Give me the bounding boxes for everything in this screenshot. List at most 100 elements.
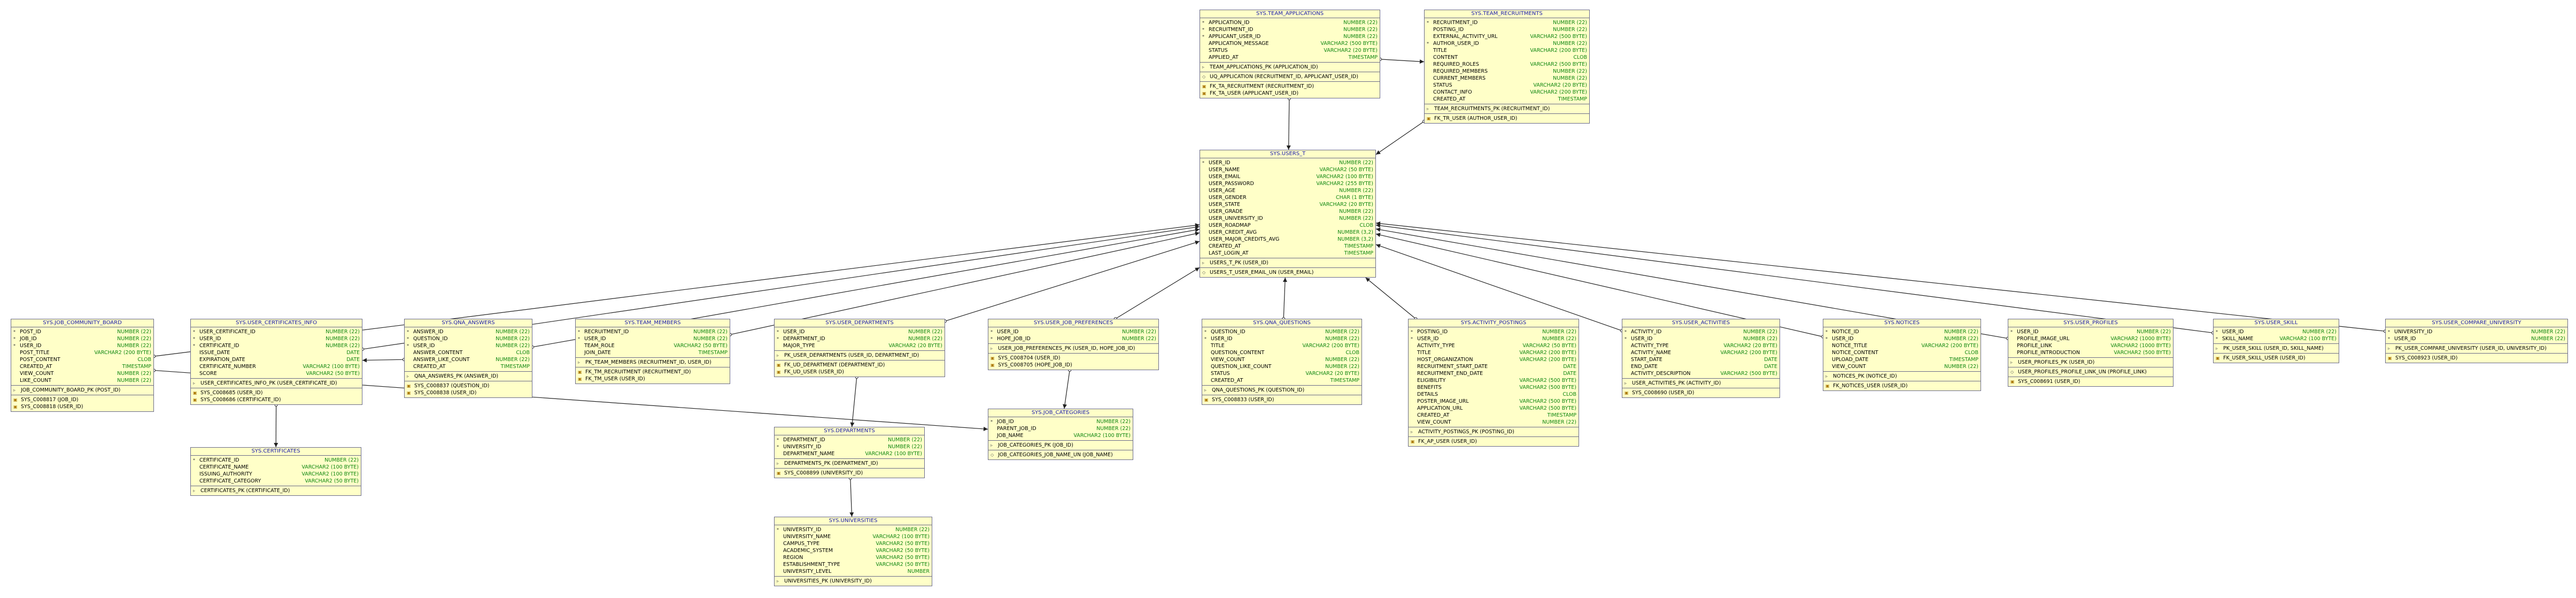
column-key-flag: * <box>2388 336 2390 341</box>
column-name: BENEFITS <box>1417 385 1442 390</box>
column-key-flag <box>1411 342 1417 349</box>
table-title: SYS.DEPARTMENTS <box>775 427 924 435</box>
relationship-arrowhead <box>1282 278 1287 282</box>
column-name: TITLE <box>1211 343 1225 349</box>
column-key-flag <box>1204 363 1211 370</box>
column-type: NUMBER (22) <box>496 329 530 335</box>
column-type: TIMESTAMP <box>1348 55 1378 60</box>
column-name: POST_CONTENT <box>20 357 60 363</box>
pk-icon: ▹ <box>777 353 779 358</box>
column-type: DATE <box>1764 364 1777 370</box>
column-key-flag <box>1202 194 1209 201</box>
column-row: POST_CONTENT CLOB <box>13 356 151 363</box>
column-name: UNIVERSITY_ID <box>783 527 822 533</box>
pk-section: ▹PK_USER_COMPARE_UNIVERSITY (USER_ID, UN… <box>2386 343 2567 353</box>
column-type: VARCHAR2 (100 BYTE) <box>865 451 922 457</box>
column-type: NUMBER (22) <box>1542 336 1576 342</box>
column-type: TIMESTAMP <box>122 364 151 370</box>
column-name: CERTIFICATE_NUMBER <box>199 364 256 370</box>
pk-entry: ▹PK_USER_COMPARE_UNIVERSITY (USER_ID, UN… <box>2388 345 2565 352</box>
relationship-line <box>1375 244 1622 331</box>
column-type: VARCHAR2 (20 BYTE) <box>1319 202 1373 208</box>
pk-entry: ▹PK_TEAM_MEMBERS (RECRUITMENT_ID, USER_I… <box>578 359 728 366</box>
column-key-flag <box>1411 391 1417 398</box>
table-sys-user-certificates-info[interactable]: SYS.USER_CERTIFICATES_INFO*USER_CERTIFIC… <box>190 319 362 405</box>
uk-text: USER_PROFILES_PROFILE_LINK_UN (PROFILE_L… <box>2018 369 2147 375</box>
fk-section: ▣SYS_C008899 (UNIVERSITY_ID) <box>775 468 924 478</box>
column-name: USER_ID <box>997 329 1019 335</box>
fk-section: ▣SYS_C008833 (USER_ID) <box>1202 395 1362 404</box>
column-type: VARCHAR2 (50 BYTE) <box>674 343 728 349</box>
pk-section: ▹PK_USER_DEPARTMENTS (USER_ID, DEPARTMEN… <box>775 350 945 360</box>
fk-section: ▣FK_NOTICES_USER (USER_ID) <box>1823 381 1981 390</box>
column-type: TIMESTAMP <box>1344 243 1373 249</box>
column-key-flag <box>1202 173 1209 180</box>
column-name: CREATED_AT <box>20 364 52 370</box>
column-name: APPLICATION_URL <box>1417 405 1463 411</box>
column-key-flag: * <box>578 329 580 334</box>
pk-entry: ▹USER_JOB_PREFERENCES_PK (USER_ID, HOPE_… <box>991 345 1156 352</box>
pk-text: NOTICES_PK (NOTICE_ID) <box>1833 373 1897 379</box>
fk-section: ▣FK_TA_RECRUITMENT (RECRUITMENT_ID)▣FK_T… <box>1200 81 1380 98</box>
column-name: APPLICANT_USER_ID <box>1209 34 1261 40</box>
column-name: START_DATE <box>1631 357 1662 363</box>
uk-icon: ◇ <box>2010 370 2014 374</box>
fk-icon: ▣ <box>777 370 781 374</box>
fk-text: SYS_C008817 (JOB_ID) <box>21 397 79 403</box>
column-type: NUMBER <box>907 569 930 574</box>
fk-text: FK_TM_RECRUITMENT (RECRUITMENT_ID) <box>585 369 691 375</box>
column-key-flag <box>1411 419 1417 426</box>
pk-section: ▹TEAM_APPLICATIONS_PK (APPLICATION_ID) <box>1200 62 1380 72</box>
column-type: TIMESTAMP <box>500 364 530 370</box>
column-key-flag <box>1202 47 1209 54</box>
column-type: VARCHAR2 (50 BYTE) <box>876 555 930 561</box>
column-key-flag <box>1427 89 1433 96</box>
column-name: UPLOAD_DATE <box>1832 357 1869 363</box>
pk-section: ▹JOB_CATEGORIES_PK (JOB_ID) <box>988 440 1133 450</box>
column-key-flag <box>777 342 783 349</box>
table-sys-user-compare-university[interactable]: SYS.USER_COMPARE_UNIVERSITY*UNIVERSITY_I… <box>2385 319 2568 363</box>
pk-section: ▹PK_USER_SKILL (USER_ID, SKILL_NAME) <box>2214 343 2339 353</box>
column-type: CLOB <box>1345 350 1359 356</box>
column-name: STATUS <box>1211 371 1230 377</box>
column-type: NUMBER (22) <box>1339 188 1373 194</box>
column-name: LIKE_COUNT <box>20 378 52 384</box>
column-type: NUMBER (22) <box>1339 160 1373 166</box>
column-type: CLOB <box>137 357 151 363</box>
column-key-flag: * <box>1427 41 1429 46</box>
column-key-flag <box>193 478 199 485</box>
column-name: VIEW_COUNT <box>1832 364 1866 370</box>
pk-text: USER_ACTIVITIES_PK (ACTIVITY_ID) <box>1632 380 1721 386</box>
pk-icon: ▹ <box>193 381 196 386</box>
